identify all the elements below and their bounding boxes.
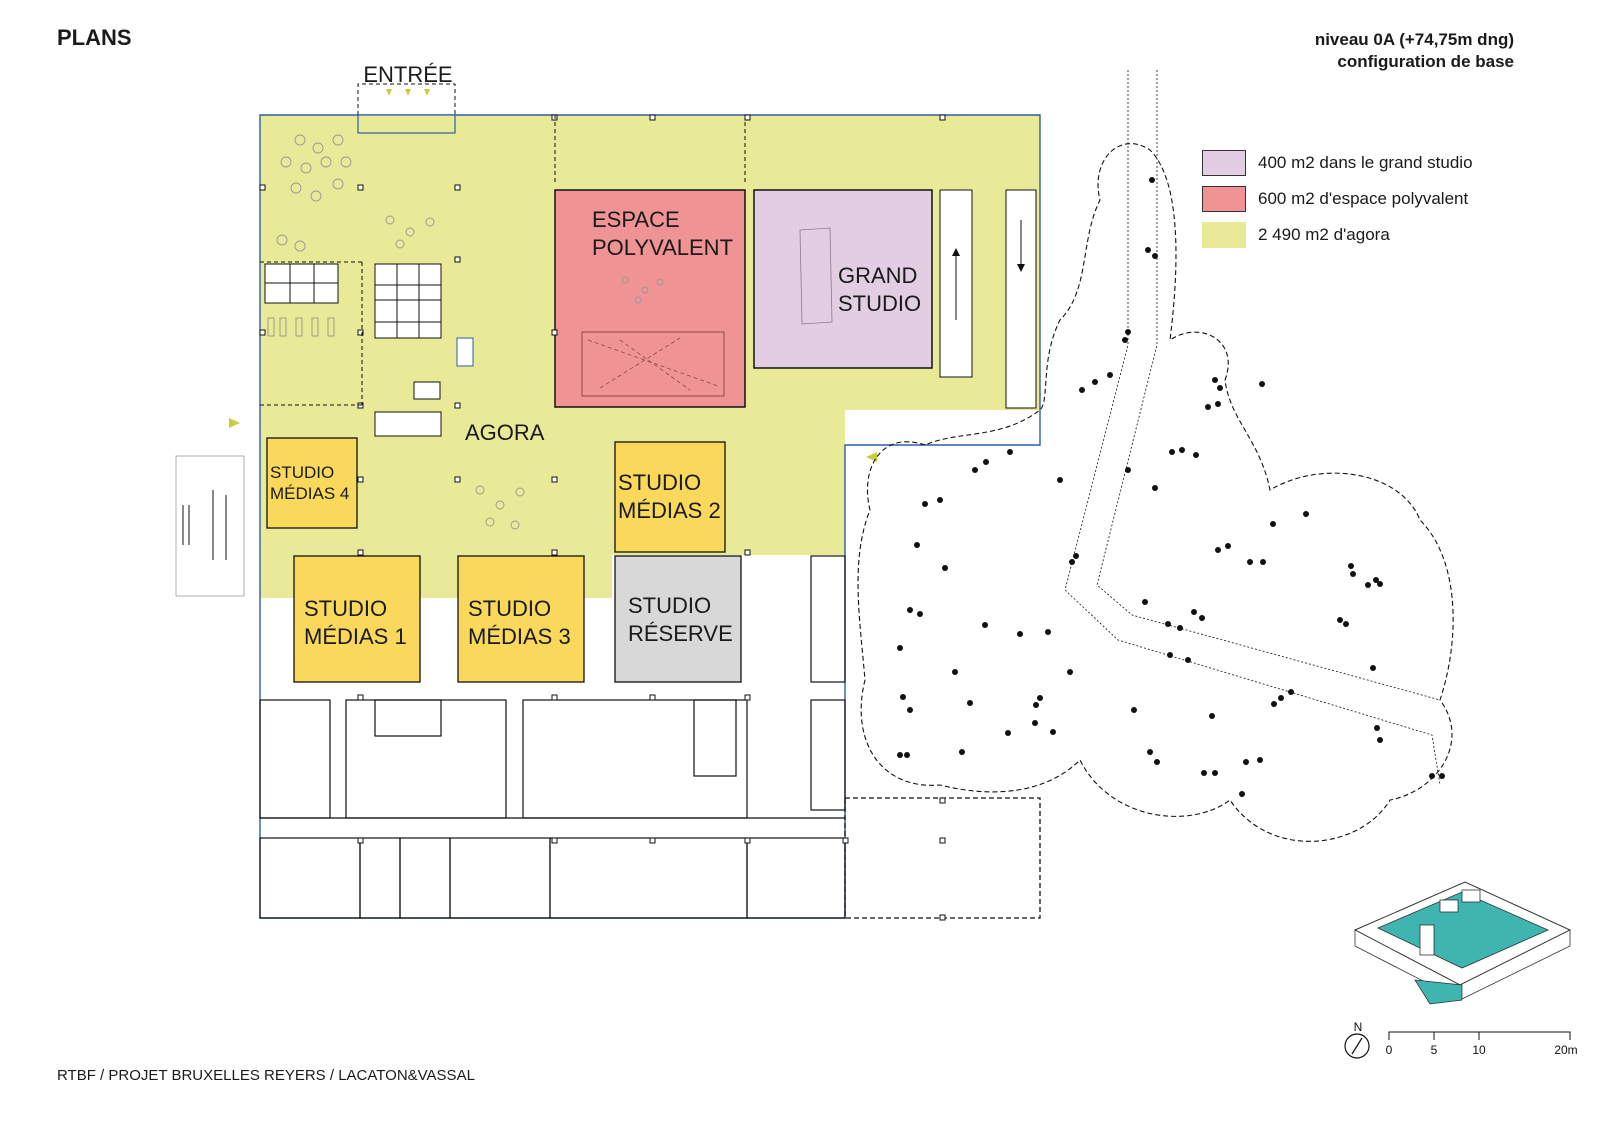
studio-reserve-label-line2: RÉSERVE [628, 621, 733, 646]
scale-tick-5: 5 [1431, 1043, 1438, 1057]
entrance-label: ENTRÉE [363, 62, 452, 87]
studio-reserve-label-line1: STUDIO [628, 593, 711, 618]
ramp-down-arrowhead [1017, 264, 1025, 272]
agora-label: AGORA [465, 420, 545, 445]
espace-label-line2: POLYVALENT [592, 235, 733, 260]
seat-grid [267, 317, 335, 337]
studio-medias-2-label-line1: STUDIO [618, 470, 701, 495]
west-ramp [175, 455, 245, 597]
dashed-partitions [260, 115, 746, 406]
scale-bar [1388, 1031, 1571, 1040]
studio-medias-1-label-line2: MÉDIAS 1 [304, 624, 407, 649]
structural-columns [259, 114, 946, 921]
ramp-up-arrowhead [952, 248, 960, 256]
studio-medias-1-label-line1: STUDIO [304, 596, 387, 621]
page-title: PLANS [57, 25, 132, 50]
north-needle [1351, 1037, 1363, 1055]
stage-platform [581, 331, 725, 397]
studio-medias-4-label-line2: MÉDIAS 4 [270, 484, 349, 503]
scale-tick-10: 10 [1472, 1043, 1486, 1057]
legend-label-agora: 2 490 m2 d'agora [1258, 225, 1390, 244]
service-rooms [259, 555, 846, 919]
grand-studio-label-line2: STUDIO [838, 291, 921, 316]
studio-reserve-room [614, 555, 742, 683]
configuration-label: configuration de base [1337, 52, 1514, 71]
studio-medias-1-room [293, 555, 421, 683]
stair-flight [413, 381, 441, 400]
path-outline [1064, 70, 1441, 786]
entry-arrow [424, 89, 430, 96]
legend-label-espace-polyvalent: 600 m2 d'espace polyvalent [1258, 189, 1469, 208]
grand-studio-label-line1: GRAND [838, 263, 917, 288]
studio-medias-3-label-line2: MÉDIAS 3 [468, 624, 571, 649]
stair-block-small [374, 411, 442, 437]
scale-tick-20m: 20m [1554, 1043, 1577, 1057]
stair-treads [375, 264, 441, 338]
legend-swatch-agora [1202, 222, 1246, 248]
studio-medias-4-room [266, 437, 358, 529]
lift [456, 337, 474, 367]
agora-furniture [276, 134, 664, 530]
level-label: niveau 0A (+74,75m dng) [1314, 30, 1514, 49]
legend-swatch-grand-studio [1202, 150, 1246, 176]
studio-medias-2-label-line2: MÉDIAS 2 [618, 498, 721, 523]
footer-credit: RTBF / PROJET BRUXELLES REYERS / LACATON… [57, 1067, 475, 1084]
scale-tick-0: 0 [1386, 1043, 1393, 1057]
axonometric-thumbnail [1353, 881, 1572, 1005]
grand-studio-room [753, 189, 933, 369]
service-wing-dashed [844, 797, 1041, 919]
studio-medias-4-label-line1: STUDIO [270, 463, 334, 482]
tree-trunks [897, 177, 1445, 797]
legend-swatch-espace-polyvalent [1202, 186, 1246, 212]
entrance-canopy [357, 83, 456, 115]
seating-rows [799, 227, 833, 325]
garden-outline [857, 143, 1454, 842]
north-label: N [1354, 1020, 1363, 1034]
sanitary-partitions [265, 264, 338, 303]
espace-label-line1: ESPACE [592, 207, 680, 232]
studio-medias-3-label-line1: STUDIO [468, 596, 551, 621]
entrance-doors [357, 114, 456, 134]
entry-arrow [386, 89, 392, 96]
stair-block [374, 263, 442, 339]
entry-arrow [405, 89, 411, 96]
stage-lines [587, 337, 719, 391]
legend-label-grand-studio: 400 m2 dans le grand studio [1258, 153, 1473, 172]
studio-medias-3-room [457, 555, 585, 683]
studio-medias-2-room [614, 441, 726, 553]
west-entry-arrow [229, 418, 240, 428]
espace-polyvalent-room [554, 189, 746, 408]
east-entry-arrow [866, 452, 877, 462]
